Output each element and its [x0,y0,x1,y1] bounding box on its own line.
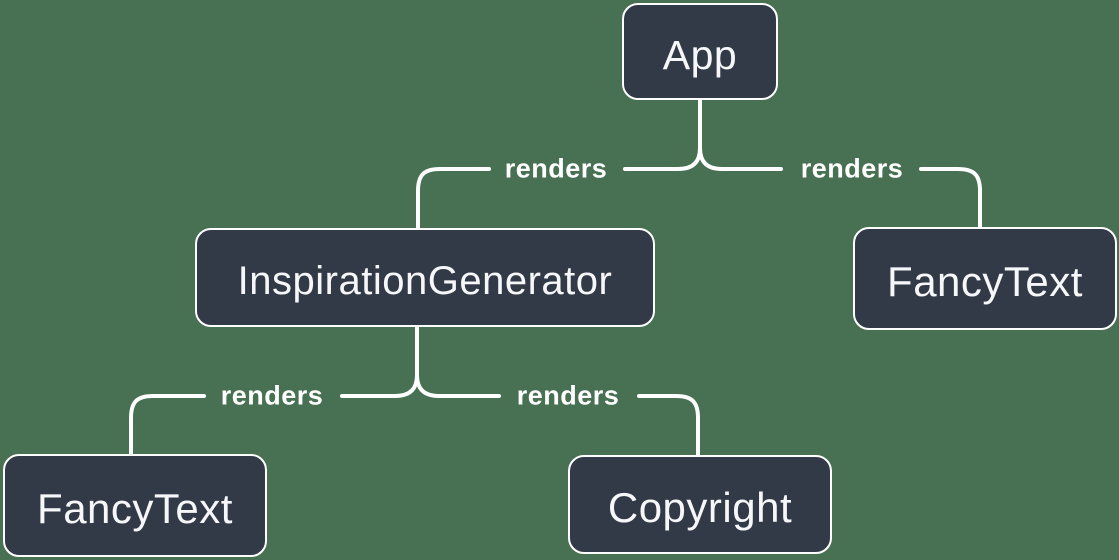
edge-label-renders-app-fancytext: renders [800,153,904,184]
node-label: Copyright [607,484,793,531]
node-label: InspirationGenerator [237,258,613,303]
node-label: FancyText [37,485,233,532]
node-inspiration-generator: InspirationGenerator [195,228,655,327]
edge-line-ig-right-cont [637,394,700,457]
edge-line-app-left [623,146,702,171]
node-copyright: Copyright [568,455,832,554]
edge-line-ig-right [415,373,501,398]
edge-line-app-left-cont [416,167,491,230]
edge-line-app-right [698,146,783,171]
node-label: App [662,31,738,78]
edge-label-renders-ig-fancytext: renders [220,380,324,411]
edge-line-ig-left [340,373,419,398]
node-label: FancyText [887,258,1083,305]
edge-label-renders-ig-copyright: renders [516,380,620,411]
node-fancy-text-top: FancyText [853,227,1117,330]
node-app: App [622,3,778,100]
edge-line-app-right-cont [919,167,982,229]
node-fancy-text-bottom: FancyText [3,454,267,557]
edge-label-renders-app-ig: renders [504,153,608,184]
edge-line-ig-left-cont [129,394,206,456]
